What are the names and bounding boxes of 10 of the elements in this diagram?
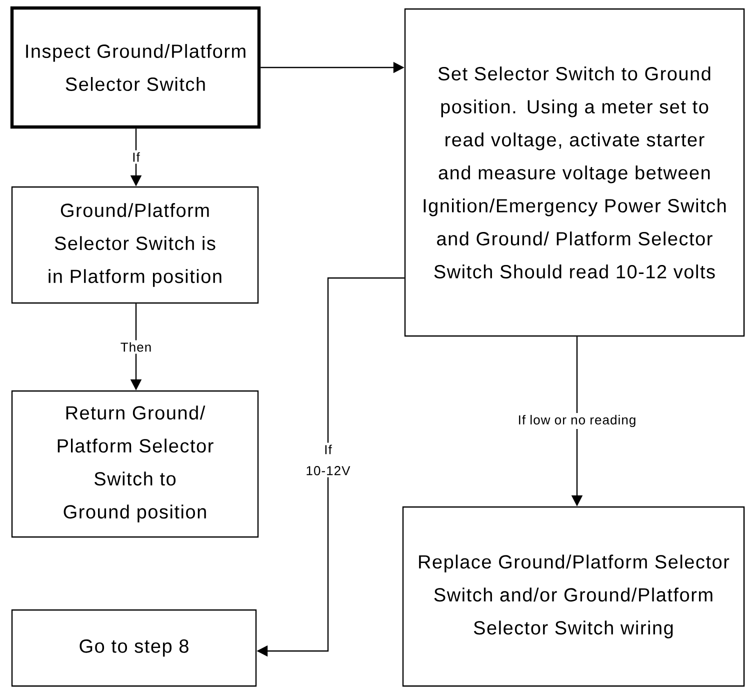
edge-label: If low or no reading	[516, 412, 638, 430]
step-box: Go to step 8	[11, 609, 257, 687]
step-box: Set Selector Switch to Ground position. Using a meter set to read voltage, activate starter and measure voltage between Ignition/Emergency Power Switch and Ground/ Platform Selector Switch Should read 10-12 volts	[404, 8, 745, 337]
edge-label: If 10-12V	[301, 442, 355, 478]
step-box: Return Ground/ Platform Selector Switch to Ground position	[11, 390, 259, 538]
step-box: Ground/Platform Selector Switch is in Platform position	[11, 186, 259, 304]
edge-label: Then	[118, 340, 154, 354]
edge-label: If	[130, 150, 142, 164]
step-box: Replace Ground/Platform Selector Switch and/or Ground/Platform Selector Switch wiring	[402, 506, 745, 687]
step-box: Inspect Ground/Platform Selector Switch	[10, 6, 261, 129]
